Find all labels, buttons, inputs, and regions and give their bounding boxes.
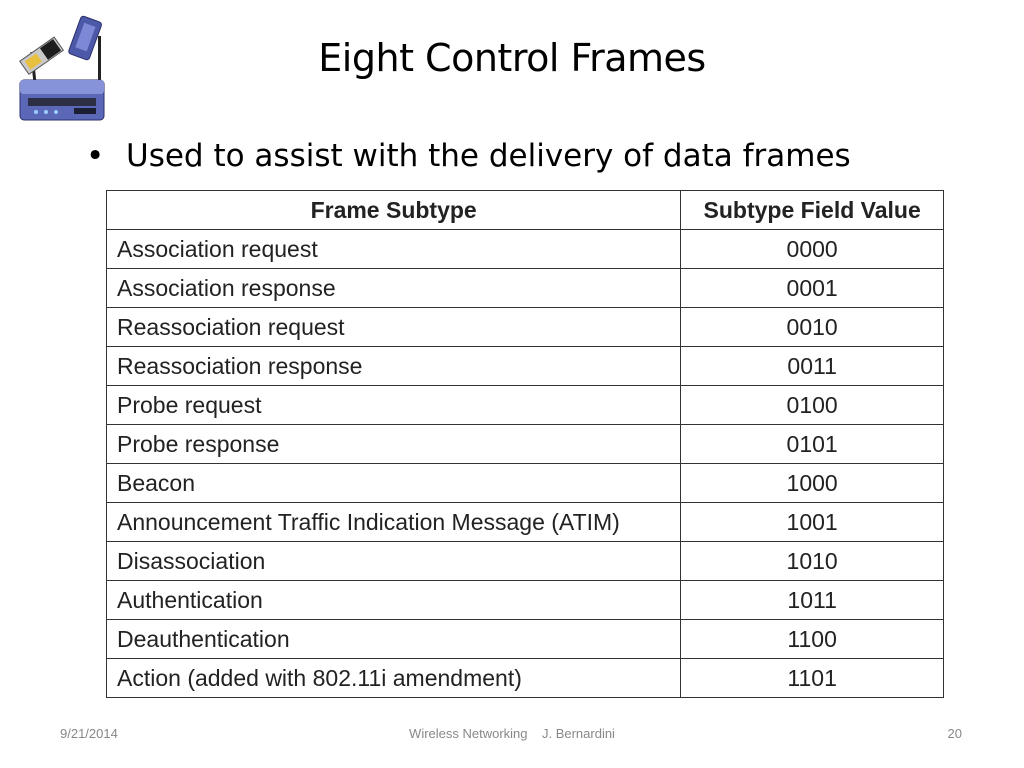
subtype-value-cell: 0000 xyxy=(680,229,944,269)
table-row: Announcement Traffic Indication Message … xyxy=(105,502,944,542)
subtype-value-cell: 1000 xyxy=(680,463,944,503)
subtype-value-cell: 1001 xyxy=(680,502,944,542)
slide-title: Eight Control Frames xyxy=(318,36,706,80)
table-header-row: Frame Subtype Subtype Field Value xyxy=(105,190,944,230)
control-frames-table: Frame Subtype Subtype Field Value Associ… xyxy=(105,190,944,698)
frame-subtype-cell: Disassociation xyxy=(105,541,682,581)
frame-subtype-cell: Association response xyxy=(105,268,682,308)
subtype-value-cell: 0100 xyxy=(680,385,944,425)
subtype-value-cell: 0011 xyxy=(680,346,944,386)
subtype-value-cell: 0010 xyxy=(680,307,944,347)
frame-subtype-cell: Announcement Traffic Indication Message … xyxy=(105,502,682,542)
subtype-value-cell: 1010 xyxy=(680,541,944,581)
bullet-text: Used to assist with the delivery of data… xyxy=(126,138,851,174)
frame-subtype-cell: Association request xyxy=(105,229,682,269)
frame-subtype-cell: Action (added with 802.11i amendment) xyxy=(105,658,682,698)
column-header-frame-subtype: Frame Subtype xyxy=(105,190,682,230)
frame-subtype-cell: Probe request xyxy=(105,385,682,425)
bullet-item: • Used to assist with the delivery of dat… xyxy=(86,138,851,174)
footer-course-author: Wireless Networking J. Bernardini xyxy=(409,726,615,741)
subtype-value-cell: 0101 xyxy=(680,424,944,464)
bullet-dot-icon: • xyxy=(86,138,105,174)
frame-subtype-cell: Deauthentication xyxy=(105,619,682,659)
frame-subtype-cell: Reassociation request xyxy=(105,307,682,347)
table-row: Action (added with 802.11i amendment)110… xyxy=(105,658,944,698)
footer-date: 9/21/2014 xyxy=(60,726,118,741)
subtype-value-cell: 1011 xyxy=(680,580,944,620)
frame-subtype-cell: Authentication xyxy=(105,580,682,620)
column-header-subtype-field-value: Subtype Field Value xyxy=(680,190,944,230)
wireless-router-icon xyxy=(14,14,112,128)
frame-subtype-cell: Beacon xyxy=(105,463,682,503)
footer-page-number: 20 xyxy=(947,726,962,741)
frame-subtype-cell: Probe response xyxy=(105,424,682,464)
frame-subtype-cell: Reassociation response xyxy=(105,346,682,386)
subtype-value-cell: 0001 xyxy=(680,268,944,308)
subtype-value-cell: 1101 xyxy=(680,658,944,698)
subtype-value-cell: 1100 xyxy=(680,619,944,659)
